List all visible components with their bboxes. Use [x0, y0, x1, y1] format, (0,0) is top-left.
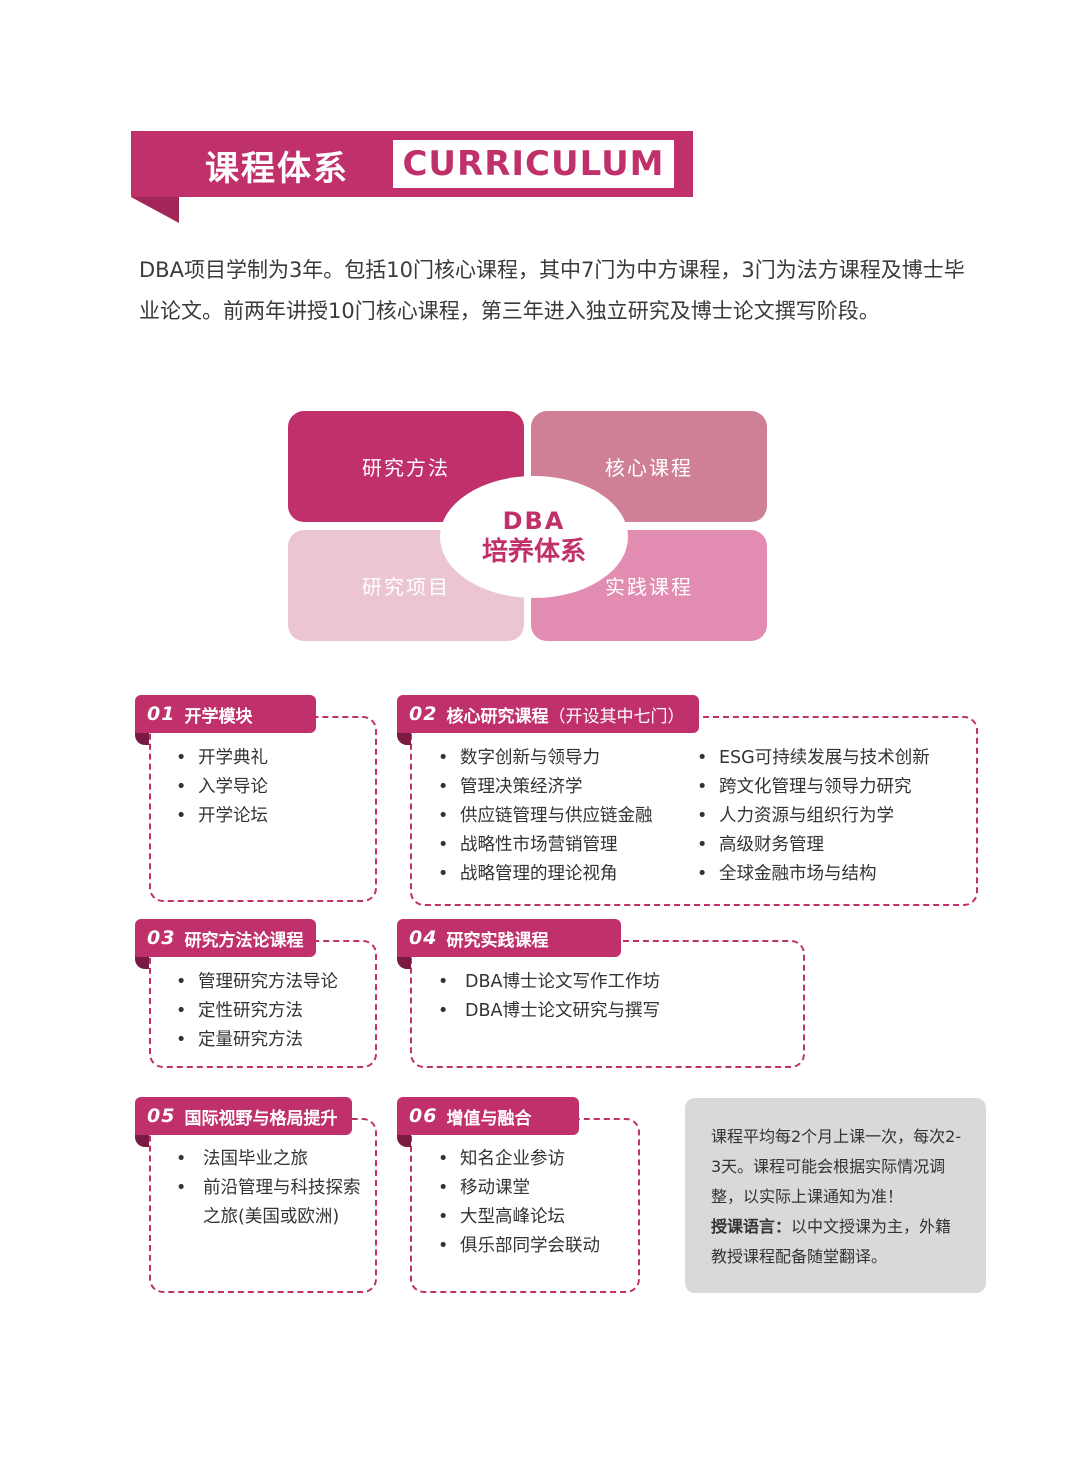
module-title: 研究方法论课程 — [184, 930, 304, 951]
module-title: 核心研究课程 — [446, 706, 549, 727]
tab-curl — [135, 957, 149, 969]
module-list-02-left: 数字创新与领导力 管理决策经济学 供应链管理与供应链金融 战略性市场营销管理 战… — [438, 744, 688, 889]
list-item: 开学典礼 — [176, 744, 366, 773]
quadrant-label: 实践课程 — [605, 575, 693, 599]
list-item: 入学导论 — [176, 773, 366, 802]
module-tab-05: 05 国际视野与格局提升 — [135, 1097, 352, 1135]
list-item: 定性研究方法 — [176, 997, 371, 1026]
page-title-cn: 课程体系 — [205, 149, 349, 189]
list-item: 战略性市场营销管理 — [438, 831, 688, 860]
list-item: 战略管理的理论视角 — [438, 860, 688, 889]
list-item: 大型高峰论坛 — [438, 1203, 633, 1232]
module-title-note: （开设其中七门） — [548, 706, 685, 727]
page-title-en-box: CURRICULUM — [393, 140, 674, 188]
page-title-en: CURRICULUM — [402, 144, 665, 184]
note-language-text: 以中文授课为主，外籍教授课程配备随堂翻译。 — [711, 1217, 952, 1266]
list-item: DBA博士论文写作工作坊 — [438, 968, 768, 997]
module-title: 增值与融合 — [446, 1108, 532, 1129]
module-title: 国际视野与格局提升 — [184, 1108, 338, 1129]
module-list-02-right: ESG可持续发展与技术创新 跨文化管理与领导力研究 人力资源与组织行为学 高级财… — [697, 744, 967, 889]
tab-curl — [397, 733, 411, 745]
module-title: 开学模块 — [184, 706, 253, 727]
list-item: 高级财务管理 — [697, 831, 967, 860]
module-list-04: DBA博士论文写作工作坊 DBA博士论文研究与撰写 — [438, 968, 768, 1026]
list-item: 俱乐部同学会联动 — [438, 1232, 633, 1261]
list-item: 供应链管理与供应链金融 — [438, 802, 688, 831]
note-schedule-text: 课程平均每2个月上课一次，每次2-3天。课程可能会根据实际情况调整，以实际上课通… — [711, 1127, 962, 1206]
intro-paragraph: DBA项目学制为3年。包括10门核心课程，其中7门为中方课程，3门为法方课程及博… — [139, 258, 965, 323]
tab-curl — [135, 1135, 149, 1147]
list-item: 管理研究方法导论 — [176, 968, 371, 997]
list-item: ESG可持续发展与技术创新 — [697, 744, 967, 773]
list-item: 全球金融市场与结构 — [697, 860, 967, 889]
list-item: 人力资源与组织行为学 — [697, 802, 967, 831]
module-list-01: 开学典礼 入学导论 开学论坛 — [176, 744, 366, 831]
quadrant-label: 研究方法 — [362, 456, 450, 480]
list-item: 移动课堂 — [438, 1174, 633, 1203]
module-tab-04: 04 研究实践课程 — [397, 919, 621, 957]
list-item: 跨文化管理与领导力研究 — [697, 773, 967, 802]
module-list-06: 知名企业参访 移动课堂 大型高峰论坛 俱乐部同学会联动 — [438, 1145, 633, 1261]
module-number: 04 — [409, 927, 438, 949]
banner-fold — [131, 197, 179, 223]
module-number: 01 — [147, 703, 176, 725]
module-tab-03: 03 研究方法论课程 — [135, 919, 316, 957]
list-item: 定量研究方法 — [176, 1026, 371, 1055]
tab-curl — [135, 733, 149, 745]
list-item: 前沿管理与科技探索之旅(美国或欧洲) — [176, 1174, 371, 1232]
module-title: 研究实践课程 — [446, 930, 549, 951]
module-tab-01: 01 开学模块 — [135, 695, 316, 733]
note-language-label: 授课语言： — [711, 1217, 792, 1236]
note-box: 课程平均每2个月上课一次，每次2-3天。课程可能会根据实际情况调整，以实际上课通… — [685, 1098, 986, 1293]
tab-curl — [397, 1135, 411, 1147]
module-list-03: 管理研究方法导论 定性研究方法 定量研究方法 — [176, 968, 371, 1055]
module-tab-02: 02 核心研究课程 （开设其中七门） — [397, 695, 699, 733]
module-number: 03 — [147, 927, 176, 949]
diagram-center-title: DBA — [502, 507, 566, 535]
module-number: 02 — [409, 703, 438, 725]
diagram-center-subtitle: 培养体系 — [481, 537, 586, 567]
list-item: 法国毕业之旅 — [176, 1145, 371, 1174]
list-item: 数字创新与领导力 — [438, 744, 688, 773]
list-item: 开学论坛 — [176, 802, 366, 831]
list-item: 管理决策经济学 — [438, 773, 688, 802]
module-list-05: 法国毕业之旅 前沿管理与科技探索之旅(美国或欧洲) — [176, 1145, 371, 1232]
module-number: 05 — [147, 1105, 176, 1127]
quadrant-label: 核心课程 — [605, 456, 693, 480]
list-item: 知名企业参访 — [438, 1145, 633, 1174]
module-tab-06: 06 增值与融合 — [397, 1097, 579, 1135]
quadrant-label: 研究项目 — [362, 575, 450, 599]
diagram-center: DBA 培养体系 — [440, 476, 628, 598]
module-number: 06 — [409, 1105, 438, 1127]
list-item: DBA博士论文研究与撰写 — [438, 997, 768, 1026]
tab-curl — [397, 957, 411, 969]
